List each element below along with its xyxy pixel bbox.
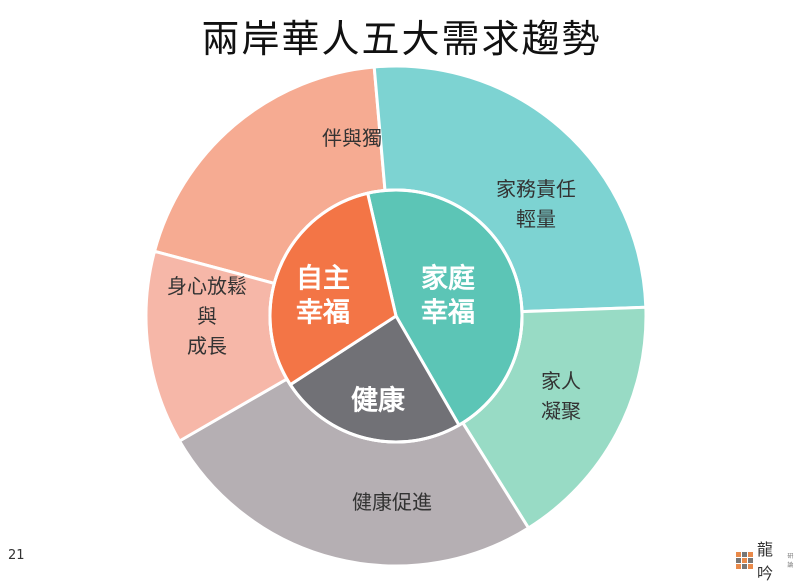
ring-divider [268, 188, 524, 444]
outer-label-housework-line: 輕量 [516, 207, 556, 231]
logo-grid-square [736, 557, 741, 563]
logo-grid-square [736, 563, 741, 569]
outer-label-companionship-line: 伴與獨 [322, 126, 382, 150]
outer-label-companionship: 伴與獨 [322, 126, 382, 150]
outer-label-body-mind-relax-line: 成長 [187, 334, 227, 358]
outer-label-body-mind-relax-line: 身心放鬆 [167, 274, 247, 298]
inner-label-family-happiness-line: 家庭 [421, 263, 475, 295]
logo-grid-square [736, 551, 741, 557]
page-number: 21 [8, 548, 25, 563]
outer-label-body-mind-relax-line: 與 [197, 304, 217, 328]
outer-label-family-cohesion-line: 凝聚 [541, 399, 581, 423]
inner-label-health-line: 健康 [351, 385, 406, 417]
outer-label-housework: 家務責任輕量 [496, 177, 576, 231]
outer-label-health-promotion: 健康促進 [352, 490, 432, 514]
logo-grid-icon [736, 551, 753, 569]
inner-label-autonomy-happiness-line: 自主 [296, 263, 350, 295]
logo-grid-square [742, 551, 747, 557]
logo-grid-square [748, 551, 753, 557]
inner-label-family-happiness: 家庭幸福 [421, 263, 475, 329]
outer-label-family-cohesion-line: 家人 [541, 369, 581, 393]
logo-grid-square [742, 563, 747, 569]
inner-label-family-happiness-line: 幸福 [421, 298, 475, 329]
logo-grid-square [748, 557, 753, 563]
inner-label-health: 健康 [351, 385, 406, 417]
page-title: 兩岸華人五大需求趨勢 [201, 17, 602, 61]
outer-label-family-cohesion: 家人凝聚 [541, 369, 581, 423]
outer-label-body-mind-relax: 身心放鬆與成長 [167, 274, 247, 358]
outer-label-health-promotion-line: 健康促進 [352, 490, 432, 514]
outer-label-housework-line: 家務責任 [496, 177, 576, 201]
logo-text: 龍吟 [757, 540, 774, 583]
brand-logo: 龍吟 研論 [736, 540, 798, 583]
logo-subtext: 研論 [787, 553, 794, 569]
inner-ring [268, 188, 524, 444]
inner-label-autonomy-happiness: 自主幸福 [296, 263, 350, 329]
inner-label-autonomy-happiness-line: 幸福 [296, 298, 350, 329]
logo-grid-square [748, 563, 753, 569]
logo-grid-square [742, 557, 747, 563]
